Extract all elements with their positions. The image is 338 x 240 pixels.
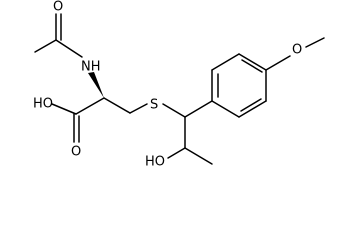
bond-choh-oh [167,147,186,159]
bond-ch2-s [129,103,148,114]
ring-bond-4 [238,53,267,71]
bond-ring-ether-o [265,55,291,71]
chemical-structure: NH O HO O S HO O [33,0,325,170]
wedge-bond-alpha-n [88,72,104,98]
bond-acetyl-methyl [34,39,57,53]
ring-bond-2 [238,100,267,118]
bond-ch-ring [184,100,213,118]
bond-carboxyl-oh [51,103,77,115]
ring-bond-5 [211,53,240,71]
bond-choh-methyl [184,147,213,165]
label-acid-oh: HO [33,97,53,112]
bond-alpha-ch2 [103,97,131,114]
label-side-oh: HO [145,155,165,170]
label-amide-o: O [53,0,63,15]
label-nh: NH [81,60,101,75]
ring-double-bond-b [240,98,262,112]
ring-bond-1 [211,100,240,118]
bond-alpha-carboxyl [75,97,105,115]
bond-ether-methyl [305,37,325,48]
label-ether-o: O [292,43,302,58]
ring-double-bond-c [241,59,263,73]
bond-s-ch [162,103,186,118]
label-acid-o: O [71,145,81,160]
label-sulfur: S [150,98,158,113]
bond-amide-c-n [55,39,83,58]
